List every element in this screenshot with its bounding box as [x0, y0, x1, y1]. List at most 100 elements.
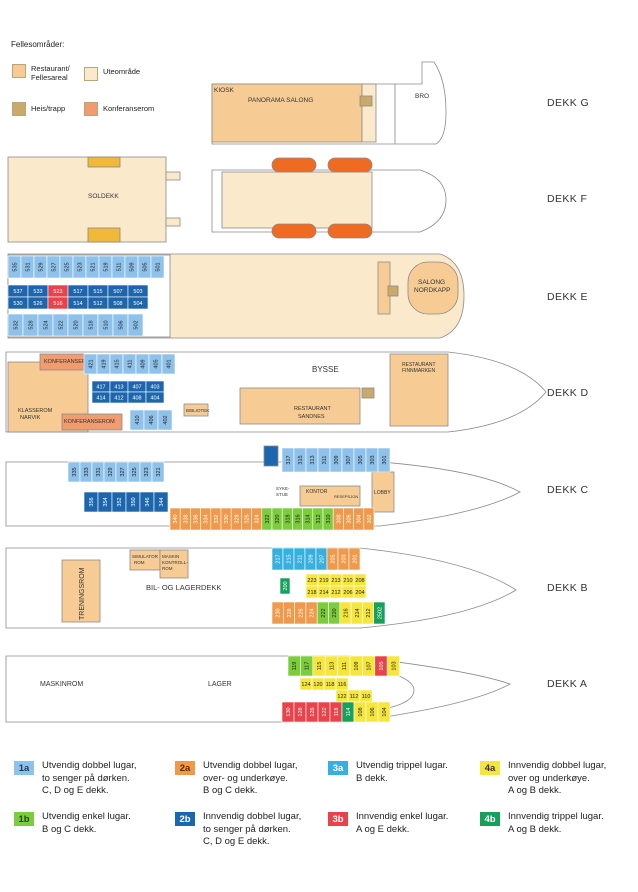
- cabin-label: 209: [309, 554, 315, 563]
- room-bil-lagerdekk: BIL- OG LAGERDEKK: [146, 583, 221, 592]
- room-klasserom: KLASSEROM: [18, 408, 53, 414]
- cabin-label: 130: [286, 707, 292, 716]
- cabin-label: 306: [347, 514, 353, 523]
- cabin-label: 406: [149, 415, 155, 424]
- cabin-label: 318: [285, 514, 291, 523]
- cabin-label: 203: [342, 554, 348, 563]
- cabin-label: 2502: [377, 607, 383, 619]
- room-restaurant-finnmarken-2: FINNMARKEN: [402, 368, 435, 374]
- cabin-label: 528: [29, 320, 35, 329]
- room-lobby: LOBBY: [374, 490, 391, 496]
- cabin-label: 524: [44, 320, 50, 329]
- cabin-label: 346: [145, 497, 151, 506]
- key-text: Innvendig dobbel lugar, over og underkøy…: [508, 760, 607, 796]
- cabin-502: [127, 313, 144, 337]
- cabin-label: 405: [154, 359, 160, 368]
- cabin-label: 408: [132, 396, 141, 402]
- cabin-label: 205: [331, 554, 337, 563]
- cabin-label: 312: [316, 514, 322, 523]
- room-bibliotek: BIBLIOTEK: [186, 408, 209, 413]
- lifeboat-top-2: [327, 157, 373, 173]
- cabin-501: [150, 255, 165, 279]
- cabin-label: 201: [353, 554, 359, 563]
- cabin-label: 218: [307, 590, 316, 596]
- key-badge: 1a: [14, 761, 34, 775]
- cabin-label: 212: [331, 590, 340, 596]
- cabin-label: 215: [287, 554, 293, 563]
- cabin-label: 529: [39, 262, 45, 271]
- deck-d-heis: [361, 387, 375, 399]
- cabin-label: 526: [33, 301, 42, 307]
- legend-label: Konferanserom: [103, 104, 155, 113]
- cabin-label: 116: [338, 682, 347, 688]
- cabin-label: 316: [296, 514, 302, 523]
- cabin-label: 110: [362, 694, 371, 700]
- cabin-label: 531: [26, 262, 32, 271]
- room-kiosk: KIOSK: [214, 87, 235, 94]
- cabin-label: 126: [310, 707, 316, 716]
- cabin-label: 118: [326, 682, 335, 688]
- room-lager: LAGER: [208, 681, 232, 688]
- cabin-label: 103: [391, 661, 397, 670]
- key-text: Innvendig trippel lugar. A og B dekk.: [508, 811, 604, 835]
- key-badge: 3a: [328, 761, 348, 775]
- cabin-label: 402: [163, 415, 169, 424]
- cabin-label: 323: [144, 467, 150, 476]
- cabin-201: [348, 547, 361, 571]
- cabin-label: 111: [342, 662, 348, 670]
- cabin-label: 220: [332, 608, 338, 617]
- legend-swatch: [84, 67, 98, 81]
- cabin-label: 521: [91, 262, 97, 271]
- room-restaurant-finnmarken-1: RESTAURANT: [402, 362, 436, 368]
- room-restaurant-sandnes-1: RESTAURANT: [294, 406, 332, 412]
- deck-a-curve: [387, 671, 415, 709]
- cabin-label: 313: [310, 455, 316, 464]
- deck-label-d: DEKK D: [547, 387, 589, 399]
- cabin-label: 335: [72, 467, 78, 476]
- key-text: Innvendig enkel lugar. A og E dekk.: [356, 811, 449, 835]
- resepsjon-area: [299, 485, 361, 507]
- cabin-label: 352: [117, 497, 123, 506]
- room-nordkapp: NORDKAPP: [414, 287, 450, 294]
- cabin-label: 115: [317, 662, 323, 671]
- cabin-label: 525: [65, 262, 71, 271]
- room-simulator-2: ROM: [134, 560, 145, 565]
- cabin-label: 512: [93, 301, 102, 307]
- cabin-label: 533: [33, 289, 42, 295]
- cabin-label: 303: [370, 455, 376, 464]
- cabin-label: 213: [331, 578, 340, 584]
- legend-item-restaurant: Restaurant/ Fellesareal: [12, 64, 70, 82]
- room-panorama: PANORAMA SALONG: [248, 97, 313, 104]
- cabin-label: 230: [276, 608, 282, 617]
- room-bro: BRO: [415, 93, 429, 100]
- cabin-label: 516: [53, 301, 62, 307]
- deck-g-outdoor: [361, 83, 377, 143]
- cabin-321: [151, 461, 165, 483]
- cabin-label: 208: [355, 578, 364, 584]
- cabin-label: 419: [102, 359, 108, 368]
- cabin-label: 122: [337, 694, 346, 700]
- cabin-label: 403: [150, 385, 159, 391]
- cabin-label: 304: [357, 514, 363, 523]
- legend-swatch: [84, 102, 98, 116]
- cabin-label: 206: [343, 590, 352, 596]
- deck-label-e: DEKK E: [547, 291, 588, 303]
- soldekk-yellow-bottom: [87, 227, 121, 243]
- legend-label: Restaurant/ Fellesareal: [31, 64, 70, 82]
- cabin-2502: [373, 601, 386, 625]
- room-maskinkontroll-2: KONTROLL-: [162, 560, 188, 565]
- cabin-label: 222: [321, 608, 327, 617]
- key-text: Utvendig enkel lugar. B og C dekk.: [42, 811, 131, 835]
- soldekk-step-bottom: [165, 217, 181, 227]
- room-narvik: NARVIK: [20, 415, 41, 421]
- cabin-label: 207: [320, 554, 326, 563]
- room-sykestue-2: STUE: [276, 492, 288, 497]
- cabin-label: 532: [14, 320, 20, 329]
- cabin-label: 128: [298, 707, 304, 716]
- cabin-401: [161, 353, 176, 375]
